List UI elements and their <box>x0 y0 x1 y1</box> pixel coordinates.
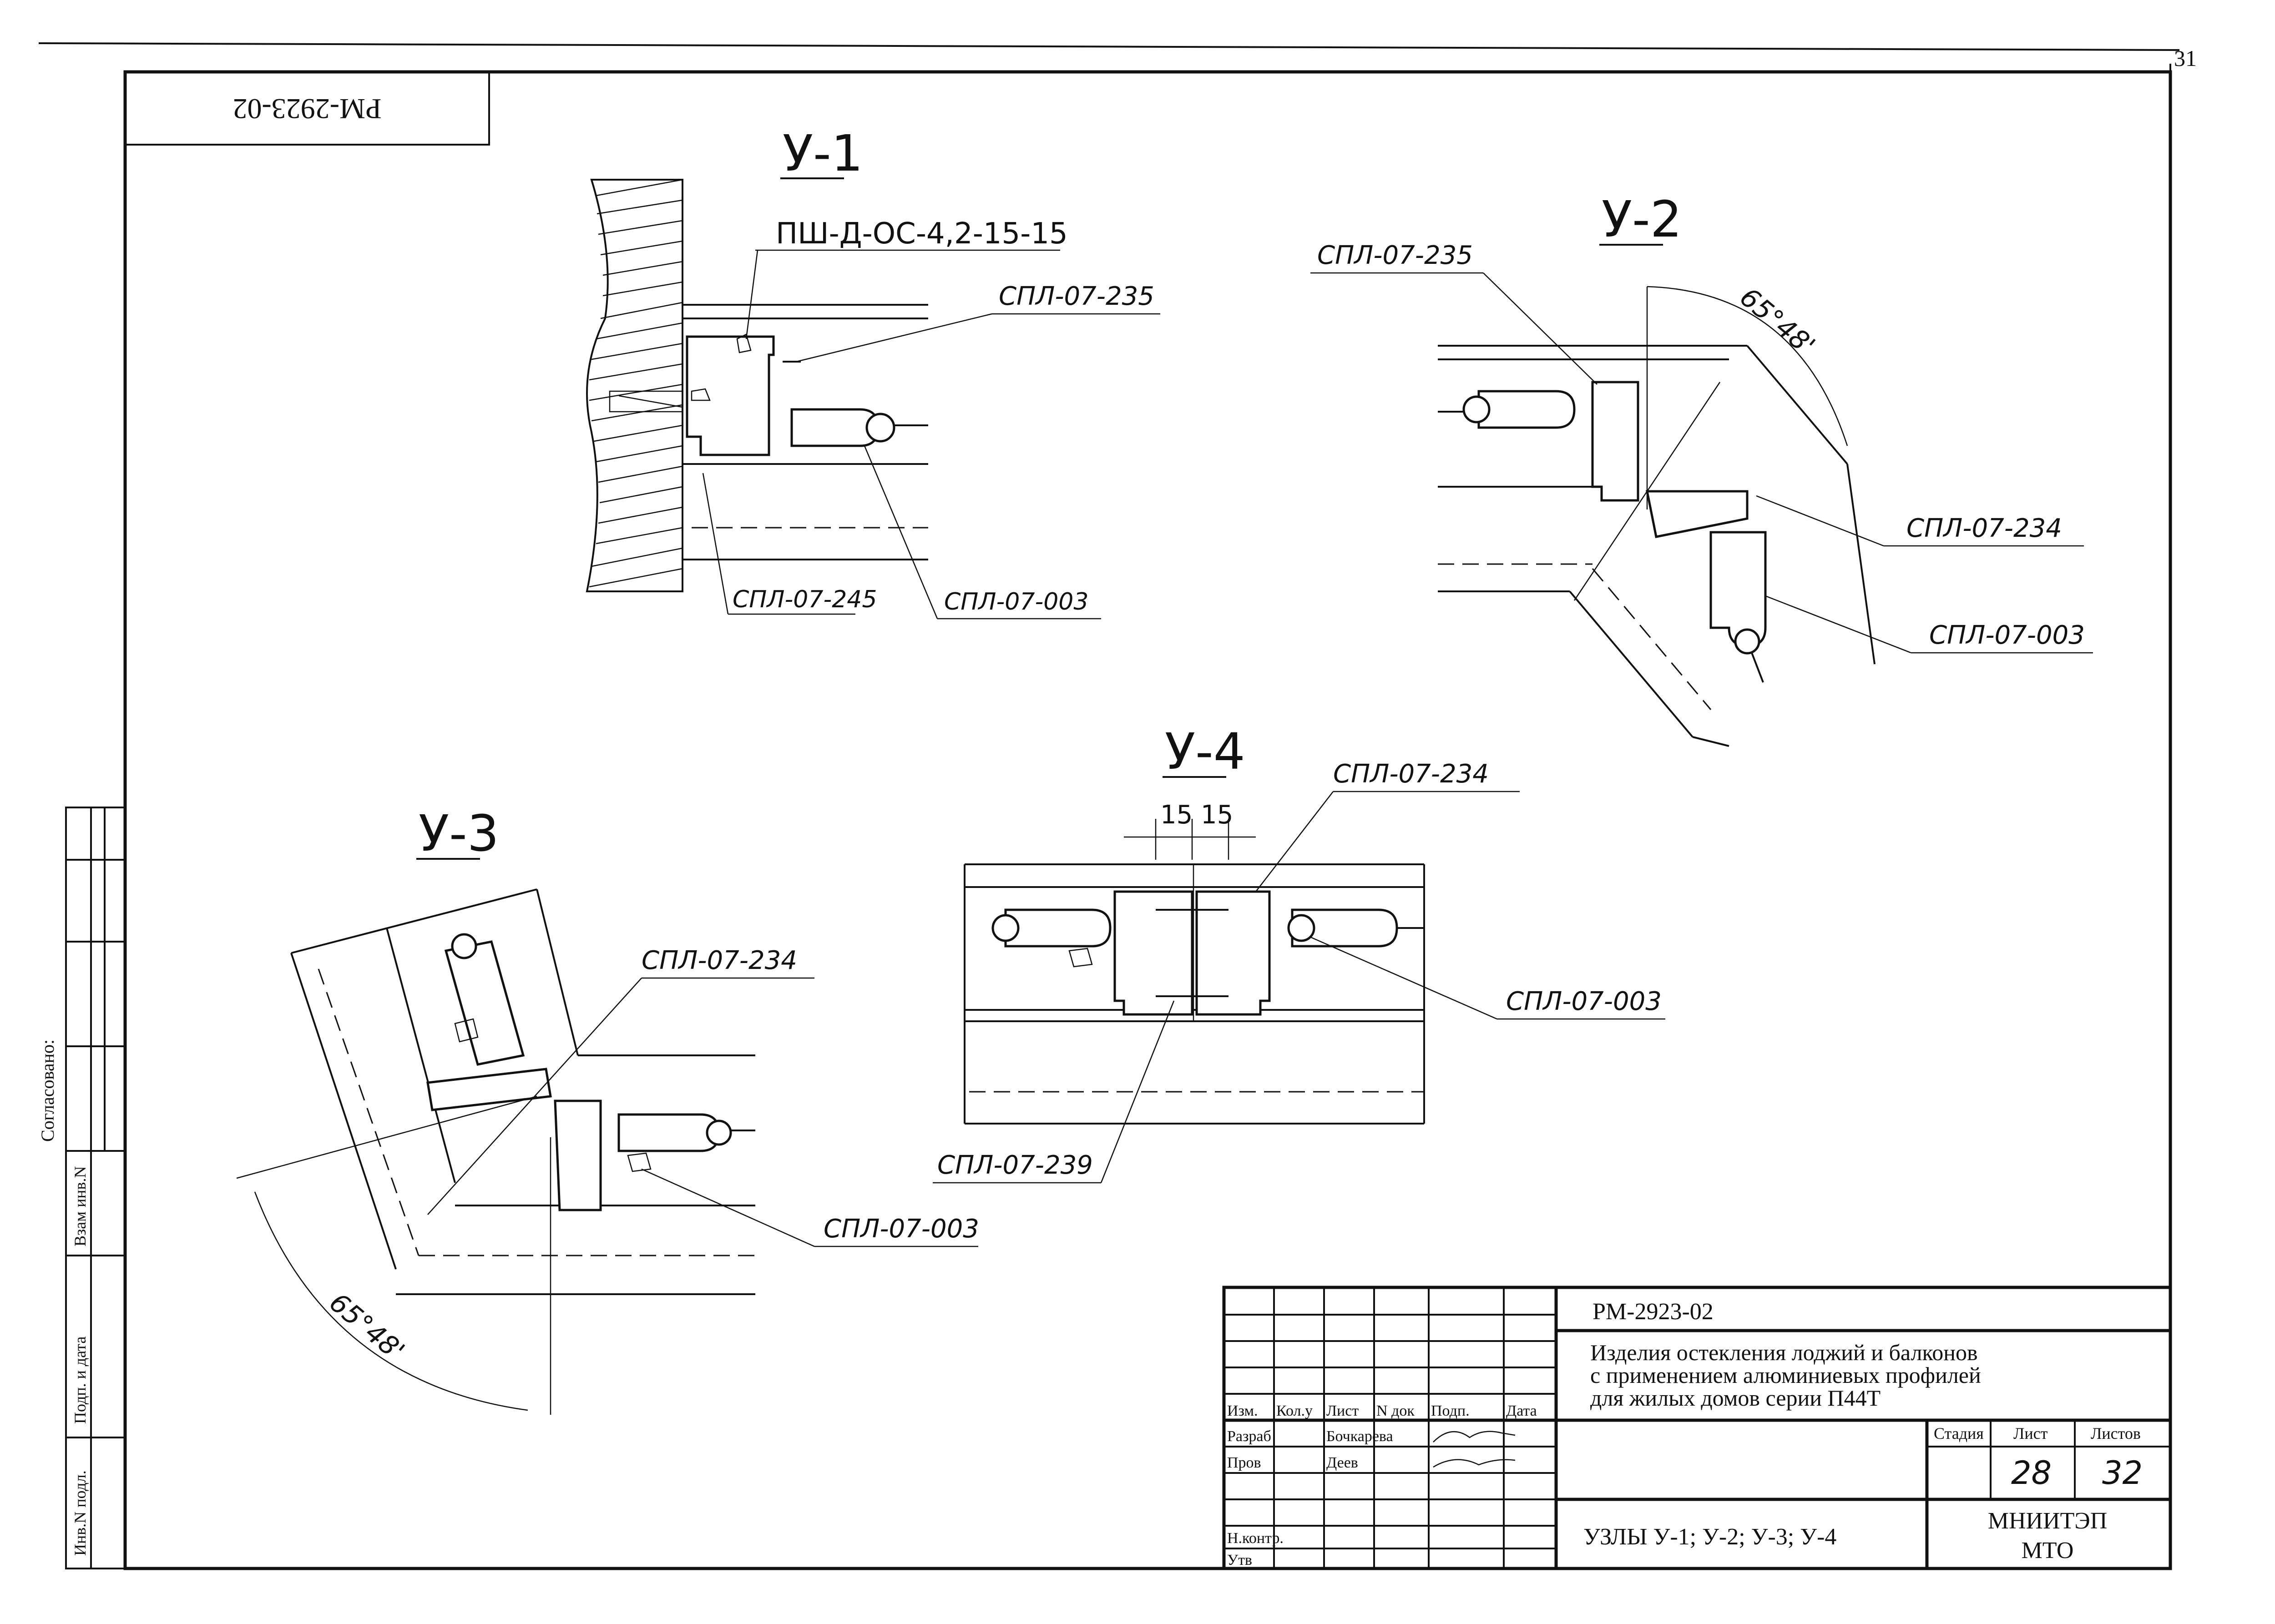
tb-name-prov: Деев <box>1326 1454 1358 1471</box>
tb-control: Н.контр. <box>1227 1530 1284 1547</box>
u2-label-235: СПЛ-07-235 <box>1317 241 1473 270</box>
u3-angle: 65°48' <box>324 1287 410 1367</box>
tb-org-1: МНИИТЭП <box>1988 1508 2108 1534</box>
view-u3: У-3 65°48' СПЛ-07-234 СПЛ-07-003 <box>236 804 979 1415</box>
side-stamp-cell-inv: Инв.N подл. <box>71 1470 89 1556</box>
tb-col-kolu: Кол.у <box>1276 1402 1313 1419</box>
view-u2: У-2 65°48' СПЛ-07-235 СПЛ-07 <box>1310 190 2093 747</box>
u2-angle: 65°48' <box>1734 282 1821 362</box>
view-u4: У-4 15 15 СПЛ-07-234 СПЛ-07- <box>933 722 1665 1184</box>
side-stamp-cell-sign-date: Подп. и дата <box>71 1337 89 1424</box>
u4-label-239: СПЛ-07-239 <box>937 1150 1093 1180</box>
tb-stage-label: Стадия <box>1934 1424 1984 1442</box>
signature-prov <box>1433 1459 1516 1468</box>
tb-col-izm: Изм. <box>1227 1402 1258 1419</box>
side-stamp: Согласовано: Взам инв.N Подп. и дата Инв… <box>37 807 126 1569</box>
u1-label-245: СПЛ-07-245 <box>733 586 877 613</box>
tb-sheet-title: УЗЛЫ У-1; У-2; У-3; У-4 <box>1583 1524 1836 1550</box>
u1-label-235: СПЛ-07-235 <box>999 282 1154 311</box>
u4-dim: 15 15 <box>1160 800 1233 830</box>
sheet-corner-number: 31 <box>2174 45 2197 71</box>
side-stamp-agreed: Согласовано: <box>37 1039 58 1142</box>
tb-sheets-label: Листов <box>2091 1424 2141 1442</box>
view-u1-title: У-1 <box>783 124 863 182</box>
view-u1: У-1 <box>586 124 1160 620</box>
tb-role-prov: Пров <box>1227 1454 1261 1471</box>
side-stamp-cell-replace: Взам инв.N <box>71 1166 89 1246</box>
tb-sheet: 28 <box>2011 1454 2052 1492</box>
u3-label-234: СПЛ-07-234 <box>642 946 797 975</box>
u4-label-003: СПЛ-07-003 <box>1506 987 1662 1016</box>
tb-desc-1: Изделия остекления лоджий и балконов <box>1590 1340 1978 1365</box>
tb-code: РМ-2923-02 <box>1592 1299 1714 1325</box>
title-block: РМ-2923-02 Изделия остекления лоджий и б… <box>1222 1286 2172 1570</box>
u1-label-pshd: ПШ-Д-ОС-4,2-15-15 <box>776 217 1068 251</box>
tb-role-razrab: Разраб <box>1227 1428 1271 1445</box>
tb-sheet-label: Лист <box>2013 1424 2048 1442</box>
top-stamp-code: РМ-2923-02 <box>233 93 381 125</box>
u3-label-003: СПЛ-07-003 <box>824 1214 979 1244</box>
view-u3-title: У-3 <box>419 804 499 862</box>
tb-desc-3: для жилых домов серии П44Т <box>1590 1385 1881 1411</box>
u1-label-003: СПЛ-07-003 <box>944 588 1088 615</box>
view-u2-title: У-2 <box>1602 190 1682 248</box>
tb-org-2: МТО <box>2022 1538 2074 1563</box>
signature-razrab <box>1433 1431 1516 1442</box>
tb-col-list: Лист <box>1326 1402 1359 1419</box>
tb-name-razrab: Бочкарева <box>1326 1428 1393 1445</box>
u2-label-234: СПЛ-07-234 <box>1906 514 2062 543</box>
tb-col-podp: Подп. <box>1431 1402 1470 1419</box>
u1-wall <box>586 179 683 592</box>
tb-col-data: Дата <box>1506 1402 1537 1419</box>
tb-desc-2: с применением алюминиевых профилей <box>1590 1362 1981 1388</box>
tb-sheets: 32 <box>2102 1454 2143 1492</box>
view-u4-title: У-4 <box>1165 722 1245 781</box>
u2-label-003: СПЛ-07-003 <box>1929 620 2085 650</box>
u4-label-234: СПЛ-07-234 <box>1333 759 1489 789</box>
tb-col-ndok: N док <box>1376 1402 1415 1419</box>
tb-approve: Утв <box>1227 1552 1252 1569</box>
top-stamp: РМ-2923-02 <box>124 71 490 146</box>
